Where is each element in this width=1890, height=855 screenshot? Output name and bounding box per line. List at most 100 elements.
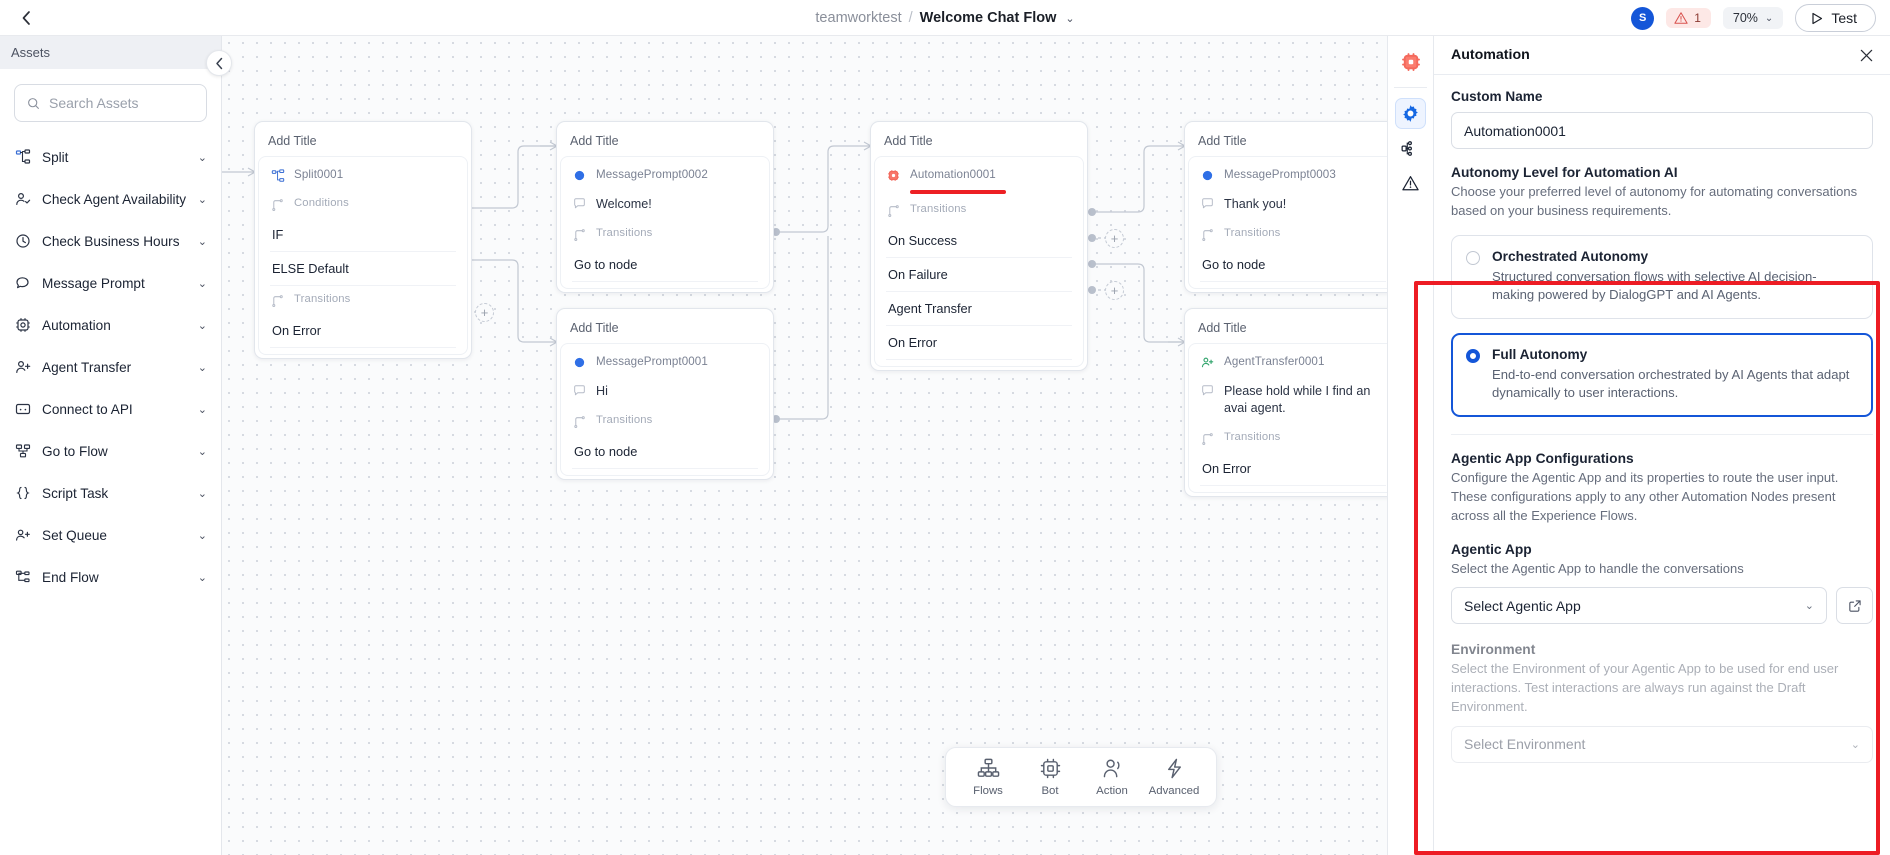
flow-node-agent-transfer-0001[interactable]: Add Title AgentTransfer0001: [1184, 308, 1402, 497]
chevron-down-icon[interactable]: ⌄: [197, 319, 207, 332]
zoom-selector[interactable]: 70% ⌄: [1722, 7, 1784, 29]
sidebar-item-set-queue[interactable]: Set Queue ⌄: [0, 514, 221, 556]
radio-card-full-autonomy[interactable]: Full Autonomy End-to-end conversation or…: [1451, 332, 1873, 417]
add-node-button[interactable]: +: [475, 303, 494, 322]
port-mp0002-goto[interactable]: [772, 228, 780, 236]
transitions-icon: [572, 228, 587, 241]
port-mp0001-goto[interactable]: [772, 415, 780, 423]
chevron-down-icon[interactable]: ⌄: [197, 193, 207, 206]
add-node-button[interactable]: +: [1105, 281, 1124, 300]
node-title[interactable]: Add Title: [1198, 134, 1247, 148]
node-title[interactable]: Add Title: [884, 134, 933, 148]
chevron-down-icon[interactable]: ⌄: [197, 445, 207, 458]
node-title[interactable]: Add Title: [570, 134, 619, 148]
autonomy-level-description: Choose your preferred level of autonomy …: [1451, 184, 1858, 218]
radio-button[interactable]: [1466, 250, 1480, 265]
sidebar-item-automation[interactable]: Automation ⌄: [0, 304, 221, 346]
node-option[interactable]: Agent Transfer: [886, 292, 1072, 326]
node-option[interactable]: IF: [270, 218, 456, 252]
radio-card-title: Orchestrated Autonomy: [1492, 248, 1649, 264]
agentic-app-select[interactable]: Select Agentic App ⌄: [1451, 587, 1827, 625]
warning-badge[interactable]: 1: [1666, 8, 1711, 28]
node-section-label: Transitions: [910, 203, 967, 215]
search-box[interactable]: [14, 84, 207, 122]
toolbar-bot-button[interactable]: Bot: [1022, 757, 1078, 797]
breadcrumb-flow-name[interactable]: Welcome Chat Flow: [919, 10, 1057, 26]
chevron-down-icon[interactable]: ⌄: [197, 529, 207, 542]
node-section-transitions: Transitions: [886, 196, 1072, 224]
sidebar-item-go-to-flow[interactable]: Go to Flow ⌄: [0, 430, 221, 472]
node-option[interactable]: On Error: [886, 326, 1072, 360]
chevron-down-icon[interactable]: ⌄: [197, 403, 207, 416]
port-auto-on-failure[interactable]: [1088, 234, 1096, 242]
port-auto-on-error[interactable]: [1088, 286, 1096, 294]
chevron-down-icon[interactable]: ⌄: [197, 361, 207, 374]
radio-button[interactable]: [1466, 348, 1480, 363]
port-auto-agent-transfer[interactable]: [1088, 260, 1096, 268]
search-input[interactable]: [49, 95, 194, 111]
node-option[interactable]: On Error: [1200, 452, 1386, 486]
node-title[interactable]: Add Title: [268, 134, 317, 148]
sidebar-item-connect-to-api[interactable]: Connect to API ⌄: [0, 388, 221, 430]
transitions-icon: [886, 204, 901, 217]
open-agentic-app-button[interactable]: [1836, 587, 1873, 625]
test-button[interactable]: Test: [1795, 4, 1876, 32]
environment-select[interactable]: Select Environment ⌄: [1451, 725, 1873, 763]
node-option[interactable]: On Error: [270, 314, 456, 348]
sidebar-item-message-prompt[interactable]: Message Prompt ⌄: [0, 262, 221, 304]
node-title[interactable]: Add Title: [570, 321, 619, 335]
toolbar-action-button[interactable]: Action: [1084, 757, 1140, 797]
chevron-down-icon[interactable]: ⌄: [197, 487, 207, 500]
node-option[interactable]: Go to node: [572, 435, 758, 469]
rail-flow-tree-button[interactable]: [1395, 133, 1426, 164]
sidebar-item-label: Check Business Hours: [42, 233, 180, 249]
rail-settings-gear-button[interactable]: [1395, 98, 1426, 129]
chevron-down-icon[interactable]: ⌄: [197, 235, 207, 248]
toolbar-flows-button[interactable]: Flows: [960, 757, 1016, 797]
rail-warning-button[interactable]: [1395, 168, 1426, 199]
node-title[interactable]: Add Title: [1198, 321, 1247, 335]
close-icon[interactable]: [1859, 48, 1874, 63]
chevron-down-icon[interactable]: ⌄: [197, 571, 207, 584]
sidebar-item-script-task[interactable]: Script Task ⌄: [0, 472, 221, 514]
zoom-level-value: 70%: [1732, 11, 1758, 25]
avatar[interactable]: S: [1631, 6, 1655, 30]
node-option[interactable]: Go to node: [1200, 248, 1386, 282]
sidebar-item-agent-transfer[interactable]: Agent Transfer ⌄: [0, 346, 221, 388]
node-option[interactable]: Go to node: [572, 248, 758, 282]
node-section-label: Conditions: [294, 197, 349, 209]
node-name: AgentTransfer0001: [1224, 355, 1325, 368]
add-node-button[interactable]: +: [1105, 229, 1124, 248]
node-option[interactable]: On Failure: [886, 258, 1072, 292]
sidebar-item-label: Connect to API: [42, 401, 133, 417]
back-button[interactable]: [8, 0, 44, 36]
flow-node-automation-0001[interactable]: Add Title Automation0001: [870, 121, 1088, 371]
node-name-row: AgentTransfer0001: [1200, 348, 1386, 376]
node-name-row: Split0001: [270, 161, 456, 190]
sidebar-collapse-button[interactable]: [206, 50, 232, 76]
node-name: MessagePrompt0002: [596, 168, 708, 181]
breadcrumb-org[interactable]: teamworktest: [815, 10, 902, 26]
sidebar-item-check-agent-availability[interactable]: Check Agent Availability ⌄: [0, 178, 221, 220]
toolbar-advanced-button[interactable]: Advanced: [1146, 757, 1202, 797]
flow-tree-icon: [1401, 141, 1412, 156]
rail-automation-node-icon-button[interactable]: [1395, 46, 1426, 77]
radio-card-orchestrated-autonomy[interactable]: Orchestrated Autonomy Structured convers…: [1451, 234, 1873, 319]
custom-name-input[interactable]: Automation0001: [1451, 112, 1873, 149]
chevron-down-icon[interactable]: ⌄: [197, 277, 207, 290]
chevron-down-icon[interactable]: ⌄: [197, 151, 207, 164]
node-option[interactable]: ELSE Default: [270, 252, 456, 286]
sidebar-item-end-flow[interactable]: End Flow ⌄: [0, 556, 221, 598]
node-name-row: MessagePrompt0001: [572, 348, 758, 376]
flow-node-split[interactable]: Add Title Split0001: [254, 121, 472, 359]
node-option[interactable]: On Success: [886, 224, 1072, 258]
flow-node-message-prompt-0003[interactable]: Add Title MessagePrompt0003 Thank you!: [1184, 121, 1402, 293]
panel-title: Automation: [1451, 47, 1530, 63]
environment-select-value: Select Environment: [1464, 736, 1586, 753]
sidebar-item-check-business-hours[interactable]: Check Business Hours ⌄: [0, 220, 221, 262]
port-auto-on-success[interactable]: [1088, 208, 1096, 216]
sidebar-item-split[interactable]: Split ⌄: [0, 136, 221, 178]
flow-node-message-prompt-0002[interactable]: Add Title MessagePrompt0002 Welcome!: [556, 121, 774, 293]
flow-node-message-prompt-0001[interactable]: Add Title MessagePrompt0001 Hi: [556, 308, 774, 480]
chevron-down-icon[interactable]: ⌄: [1065, 12, 1075, 25]
